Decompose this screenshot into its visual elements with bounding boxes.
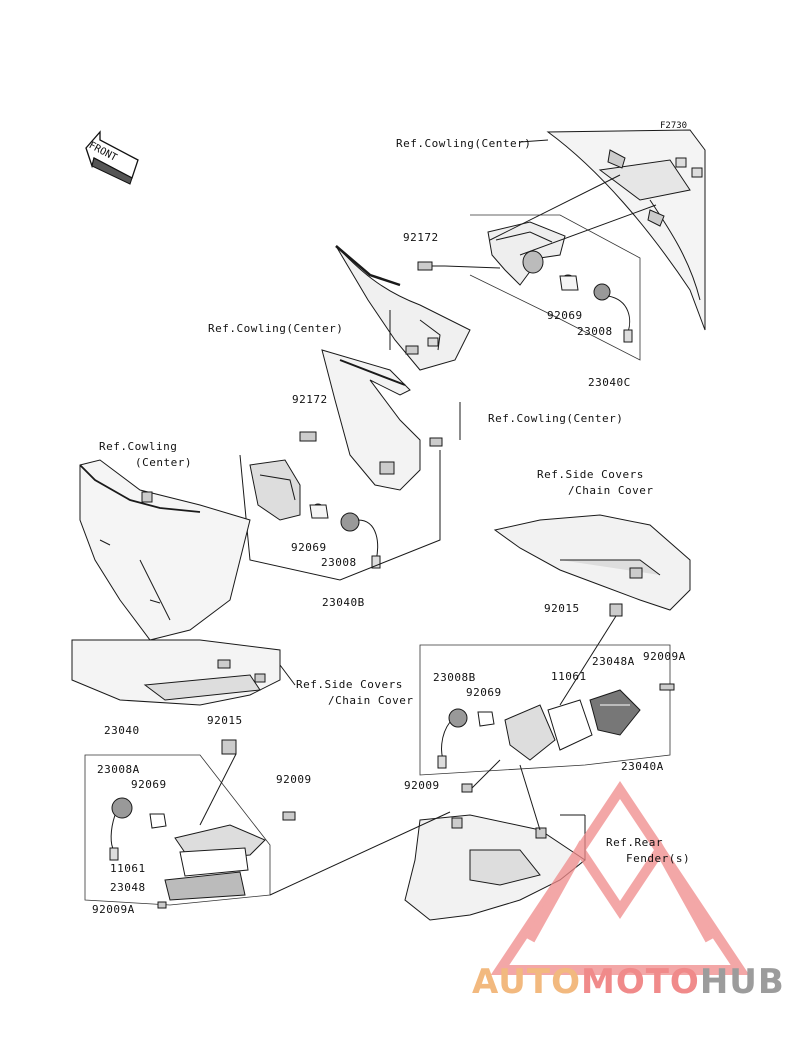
label-ref-cowling-center-top: Ref.Cowling(Center): [396, 137, 532, 150]
part-23008b: 23008B: [433, 671, 476, 684]
part-92009a-right: 92009A: [643, 650, 686, 663]
label-ref-cowling-left-1: Ref.Cowling: [99, 440, 178, 453]
cowling-center-left-piece: [79, 459, 251, 641]
label-ref-cowling-center-mid-left: Ref.Cowling(Center): [208, 322, 344, 335]
part-23040b: 23040B: [322, 596, 365, 609]
part-92172-mid: 92172: [292, 393, 328, 406]
watermark-text-auto: AUTO: [472, 962, 581, 1002]
part-23008-top: 23008: [577, 325, 613, 338]
part-92069-top: 92069: [547, 309, 583, 322]
watermark-text-hub: HUB: [699, 962, 785, 1002]
bolt-92015-right: [559, 603, 623, 706]
watermark-text-moto: MOTO: [580, 962, 700, 1002]
label-ref-side-covers-right-2: /Chain Cover: [568, 484, 654, 497]
turn-signal-assembly-23040c: [469, 214, 641, 361]
cowling-center-upper: [335, 245, 471, 371]
side-cover-left: [71, 639, 281, 706]
label-ref-cowling-left-2: (Center): [135, 456, 192, 469]
turn-signal-assembly-23040: [84, 754, 296, 909]
watermark-text: AUTOMOTOHUB: [472, 962, 785, 1002]
label-ref-side-covers-left-1: Ref.Side Covers: [296, 678, 403, 691]
part-23040a: 23040A: [621, 760, 664, 773]
part-92009-left: 92009: [276, 773, 312, 786]
screw-92172-mid: [299, 431, 317, 442]
part-92009-right: 92009: [404, 779, 440, 792]
part-92172-top: 92172: [403, 231, 439, 244]
watermark-logo: [490, 780, 750, 975]
part-11061-right: 11061: [551, 670, 587, 683]
part-92015-right: 92015: [544, 602, 580, 615]
part-92069-right: 92069: [466, 686, 502, 699]
label-ref-side-covers-left-2: /Chain Cover: [328, 694, 414, 707]
front-cowling-top-right: [546, 129, 706, 331]
label-ref-cowling-center-mid-right: Ref.Cowling(Center): [488, 412, 624, 425]
cowling-center-middle-piece: [321, 349, 443, 491]
screw-92172-top: [417, 261, 445, 271]
part-23040c: 23040C: [588, 376, 631, 389]
front-arrow-icon: [85, 130, 139, 185]
label-ref-rear-fender-1: Ref.Rear: [606, 836, 663, 849]
part-23008-mid: 23008: [321, 556, 357, 569]
diagram-code: F2730: [660, 121, 688, 131]
turn-signal-assembly-23040a: [419, 644, 675, 793]
screw-mid-cowling: [405, 345, 419, 355]
turn-signal-assembly-23040b: [239, 450, 441, 581]
part-92015-left: 92015: [207, 714, 243, 727]
part-23040: 23040: [104, 724, 140, 737]
label-ref-side-covers-right-1: Ref.Side Covers: [537, 468, 644, 481]
part-23048: 23048: [110, 881, 146, 894]
rear-fender: [404, 814, 586, 921]
part-11061-left: 11061: [110, 862, 146, 875]
part-92009a-left: 92009A: [92, 903, 135, 916]
side-cover-right: [493, 514, 691, 611]
bolt-92015-left: [221, 739, 237, 755]
part-92069-mid: 92069: [291, 541, 327, 554]
label-ref-rear-fender-2: Fender(s): [626, 852, 691, 865]
part-92069-left: 92069: [131, 778, 167, 791]
part-23048a: 23048A: [592, 655, 635, 668]
part-23008a: 23008A: [97, 763, 140, 776]
